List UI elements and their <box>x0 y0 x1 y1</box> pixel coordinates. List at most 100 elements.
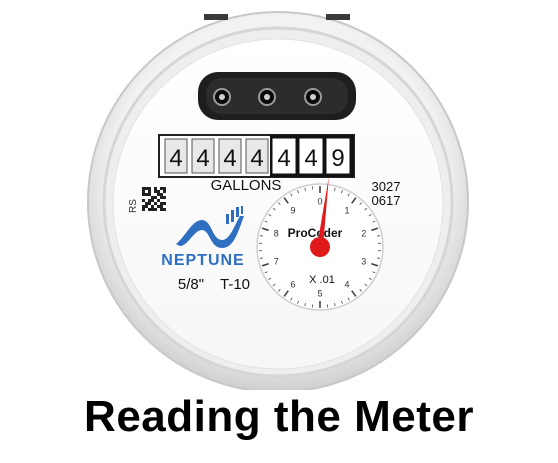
register-digit: 9 <box>331 145 344 172</box>
dial-tick <box>340 190 343 194</box>
qr-cell <box>148 199 151 202</box>
dial-tick <box>371 227 379 232</box>
register-digit: 4 <box>304 145 317 172</box>
dial-number: 7 <box>274 257 279 267</box>
qr-cell <box>148 202 151 205</box>
bezel-notch-left <box>204 14 228 20</box>
qr-cell <box>154 190 157 193</box>
qr-cell <box>151 208 154 211</box>
dial-number: 8 <box>274 228 279 238</box>
dial-tick <box>334 303 336 307</box>
needle-hub <box>310 237 330 257</box>
serial-number-line2: 0617 <box>372 193 401 208</box>
register-wheel <box>191 138 215 174</box>
meter-size: 5/8" <box>178 276 204 293</box>
dial-multiplier: X .01 <box>309 274 335 286</box>
dial-tick <box>351 290 357 297</box>
qr-cell <box>142 193 145 196</box>
dial-tick <box>290 193 293 197</box>
dial-tick <box>347 193 350 197</box>
qr-cell <box>157 205 160 208</box>
qr-cell <box>160 202 163 205</box>
qr-cell <box>151 199 154 202</box>
dial-tick <box>264 220 268 223</box>
qr-cell <box>151 196 154 199</box>
dial-tick <box>364 207 368 211</box>
units-label: GALLONS <box>211 177 282 194</box>
qr-cell <box>151 205 154 208</box>
dial-tick <box>364 283 368 287</box>
dial-tick <box>304 187 306 191</box>
qr-cell <box>142 208 145 211</box>
qr-cell <box>163 190 166 193</box>
qr-cell <box>154 202 157 205</box>
dial-tick <box>277 202 281 205</box>
dial-tick <box>368 277 372 281</box>
dial-tick <box>368 213 372 217</box>
qr-cell <box>160 208 163 211</box>
dial-tick <box>268 277 272 281</box>
neptune-logo-icon <box>176 206 244 248</box>
qr-cell <box>145 202 148 205</box>
register-wheel <box>218 138 242 174</box>
dial-tick <box>371 262 379 267</box>
dial-tick <box>304 303 306 307</box>
qr-cell <box>163 202 166 205</box>
dial-number: 3 <box>361 257 366 267</box>
dial-tick <box>264 271 268 274</box>
qr-cell <box>142 205 145 208</box>
dial-ticks <box>259 186 381 308</box>
qr-cell <box>154 196 157 199</box>
dial-tick <box>297 300 300 304</box>
caption-title: Reading the Meter <box>84 392 474 441</box>
dial-tick <box>283 197 289 204</box>
register-digit: 4 <box>196 145 209 172</box>
dial-tick <box>272 207 276 211</box>
qr-code-icon <box>141 186 167 212</box>
dial-tick <box>340 300 343 304</box>
register-wheel <box>272 138 296 174</box>
brand-name: NEPTUNE <box>161 252 244 269</box>
dial-tick <box>261 227 269 232</box>
dial-needle <box>310 176 330 257</box>
qr-cell <box>157 190 160 193</box>
qr-cell <box>160 187 163 190</box>
register-digit: 4 <box>223 145 236 172</box>
qr-cell <box>142 187 145 190</box>
qr-cell <box>163 208 166 211</box>
dial-tick <box>268 213 272 217</box>
register-wheel <box>245 138 269 174</box>
register-wheel <box>326 138 350 174</box>
qr-cell <box>148 187 151 190</box>
dial-tick <box>359 202 363 205</box>
dial-number: 0 <box>317 197 322 207</box>
dial-tick <box>277 289 281 292</box>
dial-number: 6 <box>290 280 295 290</box>
register-digit: 4 <box>250 145 263 172</box>
dial-tick <box>283 290 289 297</box>
dial-tick <box>261 262 269 267</box>
dial-number: 4 <box>345 280 350 290</box>
qr-cell <box>148 193 151 196</box>
needle-pointer <box>317 176 329 248</box>
dial-tick <box>372 271 376 274</box>
dial-tick <box>272 283 276 287</box>
screw-icon <box>304 88 322 106</box>
qr-cell <box>145 187 148 190</box>
bezel-notch-right <box>326 14 350 20</box>
register-wheel <box>299 138 323 174</box>
dial-tick <box>351 197 357 204</box>
qr-cell <box>160 196 163 199</box>
dial-number: 9 <box>290 205 295 215</box>
register-digit: 4 <box>169 145 182 172</box>
qr-cell <box>157 193 160 196</box>
dial-tick <box>334 187 336 191</box>
dial-tick <box>260 257 264 259</box>
dial-tick <box>376 235 380 237</box>
dial-tick <box>297 190 300 194</box>
dial-tick <box>347 297 350 301</box>
